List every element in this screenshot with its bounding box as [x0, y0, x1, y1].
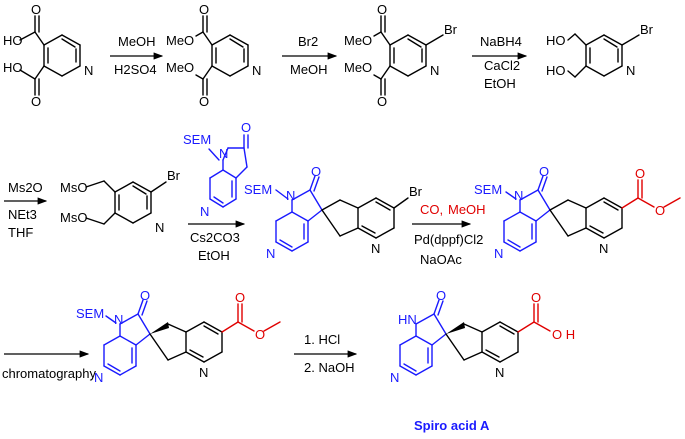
reagent-label: Ms2O [8, 180, 43, 195]
atom-sem: SEM [183, 132, 211, 147]
atom-n: N [84, 63, 93, 78]
reagent-label: CO, [420, 202, 443, 217]
atom-meo: MeO [344, 60, 372, 75]
atom-o: O [377, 2, 387, 17]
reagent-label: EtOH [198, 248, 230, 263]
molecule-bromo-diester: O MeO MeO O N Br [344, 2, 458, 109]
molecule-spiro-ester-enantiomer: SEM N O N O O N [76, 288, 281, 385]
atom-n: N [266, 246, 275, 261]
atom-mso: MsO [60, 210, 87, 225]
molecule-sem-azaoxindole: SEM O N N [183, 120, 251, 219]
atom-meo: MeO [166, 33, 194, 48]
atom-ho: HO [546, 63, 566, 78]
reagent-label: chromatography [2, 366, 96, 381]
atom-n: N [599, 241, 608, 256]
reagent-label: NaBH4 [480, 34, 522, 49]
atom-n: N [390, 370, 399, 385]
molecule-bromo-diol: HO HO N Br [546, 22, 654, 78]
atom-n: N [219, 146, 228, 161]
atom-meo: MeO [344, 33, 372, 48]
atom-n: N [626, 63, 635, 78]
atom-o: O [377, 94, 387, 109]
atom-o: O [199, 94, 209, 109]
atom-n: N [252, 63, 261, 78]
atom-n: N [94, 370, 103, 385]
atom-o: O [539, 164, 549, 179]
stereo-wedge [150, 322, 169, 334]
reagent-label: Pd(dppf)Cl2 [414, 232, 483, 247]
atom-ho: HO [3, 33, 23, 48]
reagent-label: MeOH [118, 34, 156, 49]
molecule-quinolinic-acid: O HO HO O N [3, 2, 93, 109]
atom-o: O [655, 203, 665, 218]
atom-n: N [286, 188, 295, 203]
molecule-spiro-ester: SEM N O N O O N [474, 164, 681, 261]
reagent-label: 2. NaOH [304, 360, 355, 375]
atom-o: O [635, 166, 645, 181]
atom-n: N [371, 241, 380, 256]
atom-ho: HO [3, 60, 23, 75]
atom-o: O [140, 288, 150, 303]
atom-o: O [199, 2, 209, 17]
atom-o: O [235, 290, 245, 305]
atom-br: Br [167, 168, 181, 183]
atom-o: O [436, 288, 446, 303]
atom-n: N [494, 246, 503, 261]
atom-meo: MeO [166, 60, 194, 75]
atom-o: O [311, 164, 321, 179]
atom-n: N [514, 188, 523, 203]
atom-o: O [255, 327, 265, 342]
reagent-label: EtOH [484, 76, 516, 91]
atom-n: N [200, 204, 209, 219]
reagent-label: Cs2CO3 [190, 230, 240, 245]
reagent-label: NaOAc [420, 252, 462, 267]
molecule-spiro-bromide: SEM N O N Br N [244, 164, 423, 261]
reagent-label: THF [8, 225, 33, 240]
atom-hn: HN [398, 312, 417, 327]
atom-br: Br [409, 184, 423, 199]
atom-o: O [241, 120, 251, 135]
atom-oh: O H [552, 327, 575, 342]
reagent-label: NEt3 [8, 207, 37, 222]
atom-n: N [430, 63, 439, 78]
atom-br: Br [640, 22, 654, 37]
reagent-label: H2SO4 [114, 62, 157, 77]
reagent-label: 1. HCl [304, 332, 340, 347]
atom-ho: HO [546, 33, 566, 48]
atom-n: N [199, 365, 208, 380]
atom-sem: SEM [244, 182, 272, 197]
reagent-label: CaCl2 [484, 58, 520, 73]
atom-o: O [31, 94, 41, 109]
atom-sem: SEM [474, 182, 502, 197]
molecule-spiro-acid-a: HN O N O O H N [390, 288, 575, 385]
atom-mso: MsO [60, 180, 87, 195]
atom-n: N [495, 365, 504, 380]
atom-n: N [155, 220, 164, 235]
atom-o: O [531, 290, 541, 305]
molecule-dimethyl-ester: O MeO MeO O N [166, 2, 261, 109]
product-label: Spiro acid A [414, 418, 490, 433]
atom-n: N [114, 312, 123, 327]
stereo-wedge [446, 322, 465, 334]
atom-sem: SEM [76, 306, 104, 321]
atom-o: O [31, 2, 41, 17]
reagent-label: MeOH [290, 62, 328, 77]
reagent-label: MeOH [448, 202, 486, 217]
molecule-dimesylate: MsO MsO N Br [60, 168, 181, 235]
atom-br: Br [444, 22, 458, 37]
reagent-label: Br2 [298, 34, 318, 49]
